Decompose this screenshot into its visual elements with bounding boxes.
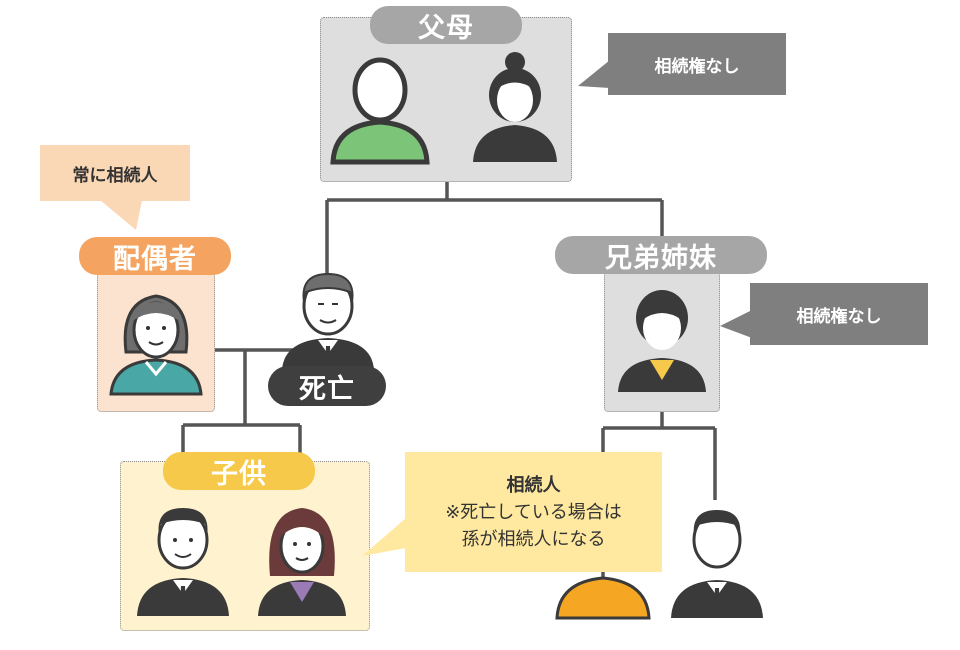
children-callout: 相続人 ※死亡している場合は 孫が相続人になる <box>405 452 662 572</box>
siblings-label: 兄弟姉妹 <box>555 236 767 274</box>
spouse-callout-pointer <box>100 200 142 230</box>
parents-callout: 相続権なし <box>608 33 786 95</box>
parents-label: 父母 <box>370 6 522 44</box>
children-callout-pointer <box>362 518 406 556</box>
mother-figure <box>473 52 557 162</box>
son-figure <box>137 508 229 616</box>
father-figure <box>330 57 430 165</box>
siblings-callout: 相続権なし <box>750 283 928 345</box>
children-callout-title: 相続人 <box>506 474 561 496</box>
deceased-figure <box>282 272 374 370</box>
siblings-callout-text: 相続権なし <box>796 306 882 327</box>
spouse-callout-text: 常に相続人 <box>72 165 158 186</box>
sibling-figure <box>618 290 706 392</box>
children-callout-line1: ※死亡している場合は <box>445 501 622 523</box>
parents-callout-pointer <box>578 60 610 88</box>
daughter-figure <box>258 508 346 616</box>
children-label: 子供 <box>163 452 315 490</box>
siblings-callout-pointer <box>720 310 752 338</box>
spouse-label: 配偶者 <box>79 237 231 275</box>
nephew-figure-1 <box>555 576 651 620</box>
nephew-figure-2 <box>671 510 763 618</box>
spouse-figure <box>109 294 203 396</box>
children-callout-line2: 孫が相続人になる <box>461 528 606 550</box>
deceased-label: 死亡 <box>268 366 386 406</box>
spouse-callout: 常に相続人 <box>40 145 190 201</box>
parents-callout-text: 相続権なし <box>654 56 740 77</box>
